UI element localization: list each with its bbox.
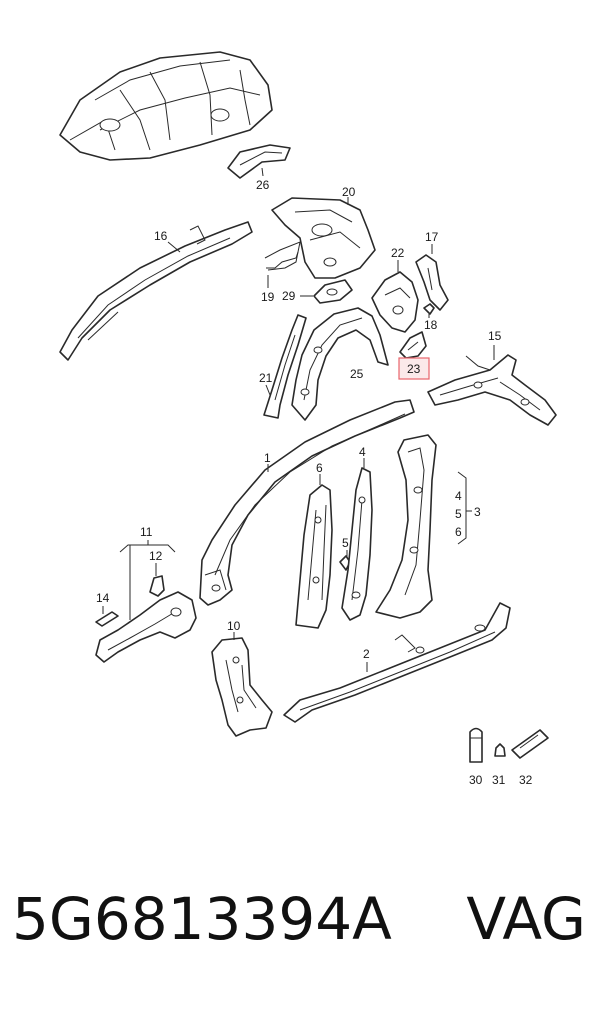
- part-22: 22: [371, 246, 419, 333]
- part-20: 20: [264, 185, 376, 279]
- callout-18: 18: [424, 318, 438, 332]
- callout-4b: 4: [455, 489, 462, 503]
- callout-31: 31: [492, 773, 506, 787]
- part-30: 30: [469, 727, 483, 787]
- part-31: 31: [492, 743, 506, 787]
- callout-26: 26: [256, 178, 270, 192]
- callout-3: 3: [474, 505, 481, 519]
- callout-17: 17: [425, 230, 439, 244]
- part-26: 26: [227, 144, 291, 192]
- callout-21: 21: [259, 371, 273, 385]
- callout-32: 32: [519, 773, 533, 787]
- part-10: 10: [211, 619, 273, 737]
- part-15: 15: [427, 329, 557, 426]
- part-29: 29: [282, 279, 353, 304]
- callout-23-highlight-box: [398, 357, 430, 380]
- part-14: 14: [95, 591, 119, 627]
- part-17: 17: [415, 230, 449, 311]
- callout-16: 16: [154, 229, 168, 243]
- callout-14: 14: [96, 591, 110, 605]
- part-1: 1: [199, 399, 415, 606]
- part-25: 25: [291, 307, 389, 421]
- part-16: 16: [59, 221, 253, 361]
- part-11: [95, 591, 197, 663]
- callout-19: 19: [261, 290, 275, 304]
- callout-22: 22: [391, 246, 405, 260]
- part-32: 32: [511, 729, 549, 787]
- callout-23: 23: [407, 362, 421, 376]
- callout-29: 29: [282, 289, 296, 303]
- part-3: 3 4 5 6: [375, 434, 481, 619]
- callout-10: 10: [227, 619, 241, 633]
- callout-11: 11: [140, 525, 153, 539]
- callout-4: 4: [359, 445, 366, 459]
- part-18: 18: [423, 303, 438, 332]
- part-12: 12: [149, 549, 165, 597]
- callout-12: 12: [149, 549, 163, 563]
- part-4: 4: [341, 445, 373, 621]
- part-11-group: 11: [119, 525, 176, 620]
- parts-exploded-diagram: 26 20 19 16 29 22: [59, 51, 557, 787]
- callout-20: 20: [342, 185, 356, 199]
- callout-2: 2: [363, 647, 370, 661]
- callout-6: 6: [316, 461, 323, 475]
- callout-25: 25: [350, 367, 364, 381]
- callout-1: 1: [264, 451, 271, 465]
- callout-6b: 6: [455, 525, 462, 539]
- callout-5: 5: [342, 536, 349, 550]
- part-23: 23: [398, 331, 430, 380]
- part-6: 6: [295, 461, 333, 629]
- brand-text: VAG: [466, 885, 586, 953]
- callout-30: 30: [469, 773, 483, 787]
- footer: 5G6813394A VAG: [0, 885, 600, 995]
- part-number-text: 5G6813394A: [12, 885, 392, 953]
- callout-15: 15: [488, 329, 502, 343]
- car-body-overview: [59, 51, 273, 161]
- part-19: 19: [261, 251, 299, 304]
- part-2: 2: [283, 602, 511, 723]
- callout-5b: 5: [455, 507, 462, 521]
- part-21: 21: [259, 314, 307, 419]
